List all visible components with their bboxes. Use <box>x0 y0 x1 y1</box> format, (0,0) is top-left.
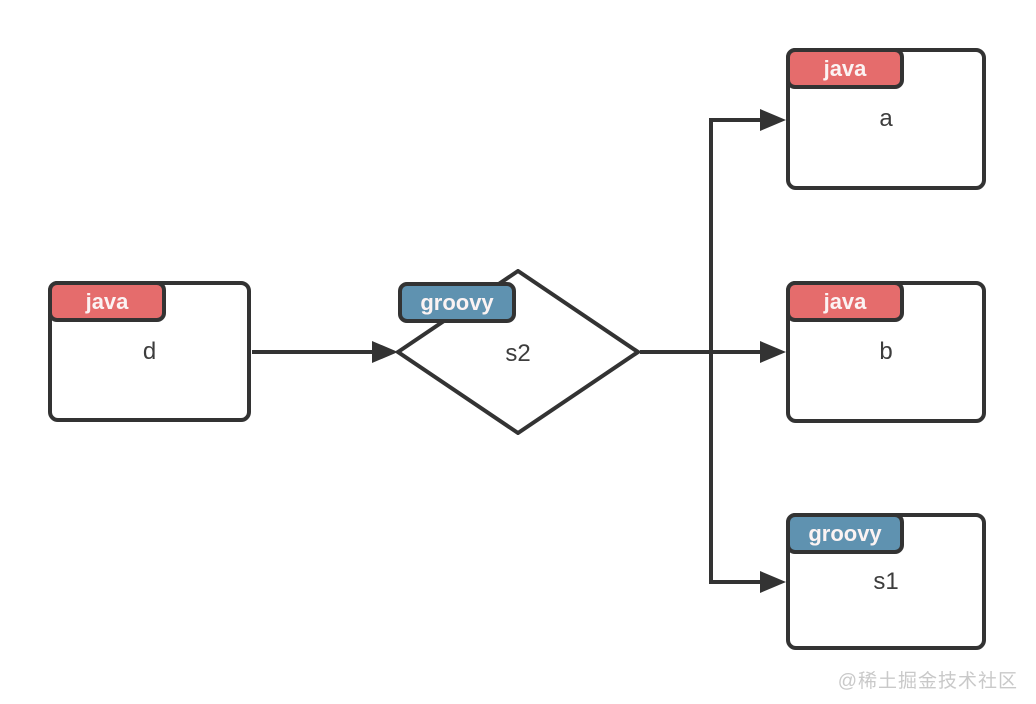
tag-label: groovy <box>420 289 494 315</box>
arrowhead-to-s1 <box>760 571 786 593</box>
tag-java: java <box>786 281 904 322</box>
tag-label: groovy <box>808 520 882 546</box>
edge-s2-a <box>709 118 762 352</box>
node-d: java d <box>48 281 251 422</box>
tag-label: java <box>823 288 867 314</box>
tag-groovy: groovy <box>786 513 904 554</box>
tag-java: java <box>48 281 166 322</box>
node-label: s1 <box>873 567 899 595</box>
arrowhead-to-a <box>760 109 786 131</box>
tag-label: java <box>85 288 129 314</box>
node-s1: groovy s1 <box>786 513 986 650</box>
node-b: java b <box>786 281 986 423</box>
node-label: b <box>879 338 893 365</box>
tag-groovy: groovy <box>398 282 516 323</box>
node-s2: groovy s2 <box>396 269 640 435</box>
tag-label: java <box>823 55 867 81</box>
node-label: s2 <box>505 340 531 367</box>
node-label: a <box>879 105 893 132</box>
tag-java: java <box>786 48 904 89</box>
node-a: java a <box>786 48 986 190</box>
node-label: d <box>142 337 157 365</box>
arrowhead-to-b <box>760 341 786 363</box>
edge-s2-s1 <box>709 352 762 584</box>
arrowhead-to-s2 <box>372 341 398 363</box>
watermark: @稀土掘金技术社区 <box>837 671 1018 692</box>
